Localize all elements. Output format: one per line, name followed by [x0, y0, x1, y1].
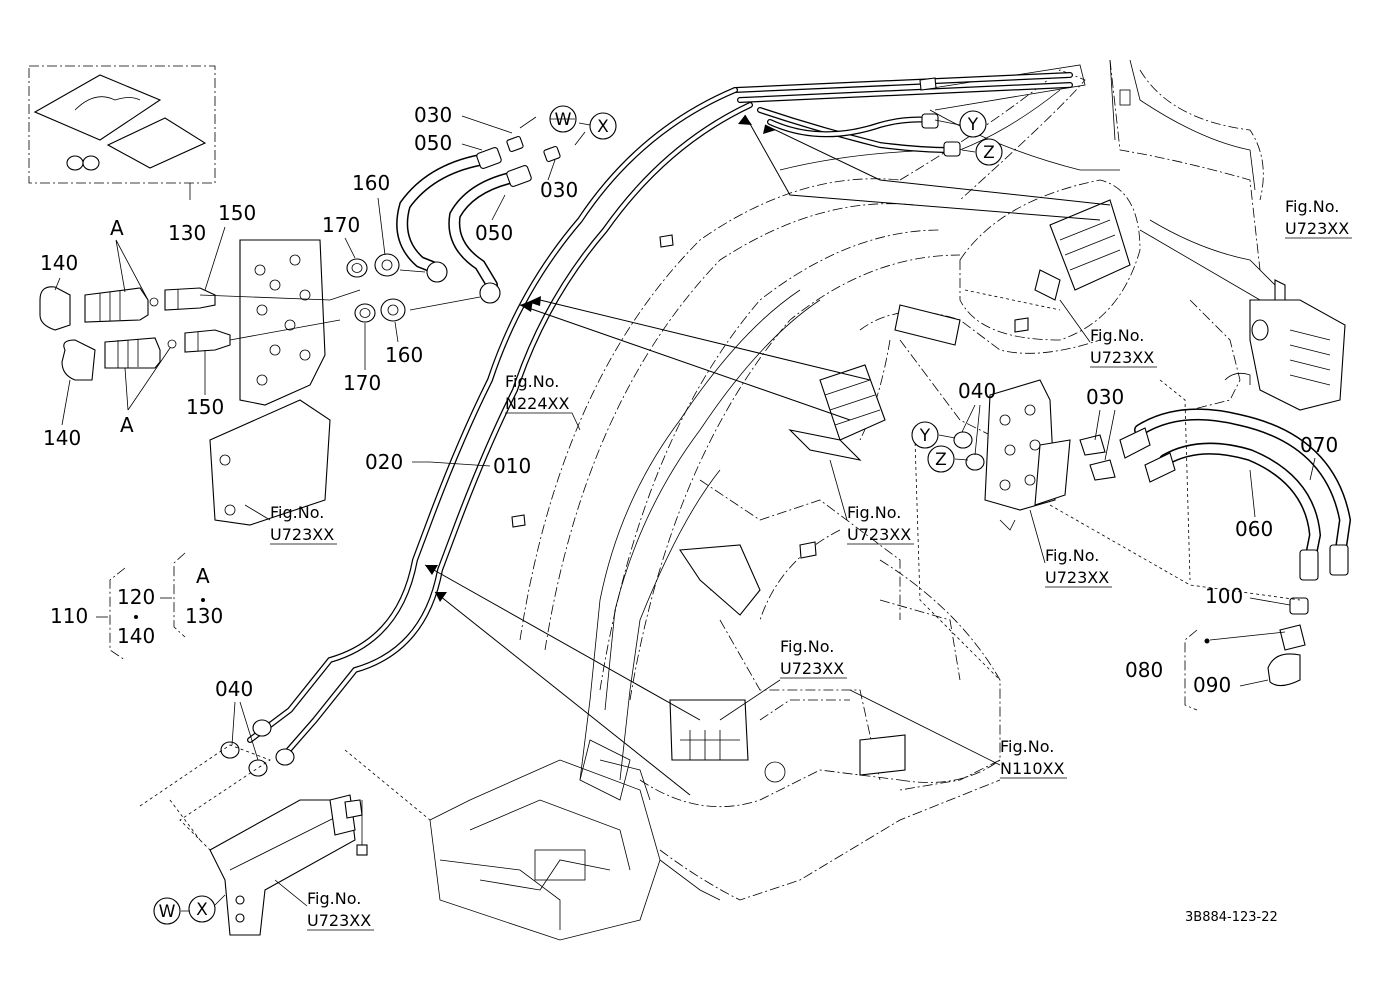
- label-030-right: 030: [1086, 385, 1124, 409]
- label-040-right: 040: [958, 379, 996, 403]
- svg-text:W: W: [159, 902, 176, 922]
- label-030-top: 030: [414, 103, 452, 127]
- label-040-left: 040: [215, 677, 253, 701]
- svg-text:N224XX: N224XX: [505, 394, 569, 413]
- svg-text:Fig.No.: Fig.No.: [847, 503, 901, 522]
- svg-text:Z: Z: [983, 143, 995, 163]
- label-170-bottom: 170: [343, 371, 381, 395]
- marker-x-bottom: X: [188, 895, 216, 923]
- svg-text:Fig.No.: Fig.No.: [270, 503, 324, 522]
- svg-text:Z: Z: [935, 450, 947, 470]
- label-090: 090: [1193, 673, 1231, 697]
- hoses-050: [396, 135, 561, 311]
- label-130-kit: 130: [168, 221, 206, 245]
- svg-text:Fig.No.: Fig.No.: [780, 637, 834, 656]
- lower-frame: [429, 739, 721, 941]
- svg-text:Fig.No.: Fig.No.: [1045, 546, 1099, 565]
- marker-z-top: Z: [975, 138, 1003, 166]
- label-050-bottom: 050: [475, 221, 513, 245]
- figref-bracket-lower: Fig.No. U723XX: [274, 879, 374, 931]
- label-150-bottom: 150: [186, 395, 224, 419]
- hydraulic-tube-pair: [247, 72, 1073, 763]
- svg-text:Fig.No.: Fig.No.: [1285, 197, 1339, 216]
- figref-plate-left: Fig.No. U723XX: [244, 503, 337, 545]
- kit-box-130: [28, 65, 216, 200]
- svg-text:U723XX: U723XX: [847, 525, 911, 544]
- label-a-bracket: A: [196, 564, 210, 588]
- label-120: 120: [117, 585, 155, 609]
- figref-valve-mid: Fig.No. U723XX: [829, 459, 914, 545]
- svg-text:Fig.No.: Fig.No.: [307, 889, 361, 908]
- svg-text:U723XX: U723XX: [1285, 219, 1349, 238]
- label-080: 080: [1125, 658, 1163, 682]
- label-100: 100: [1205, 584, 1243, 608]
- part-labels: 010 020 030 030 030 040 040 050 050 060 …: [40, 103, 1338, 761]
- lower-left-bracket: [209, 794, 368, 936]
- reference-arrows: [424, 114, 1111, 796]
- svg-text:N110XX: N110XX: [1000, 759, 1064, 778]
- right-bracket-panel: [1224, 279, 1346, 411]
- misc-hardware: [511, 77, 1029, 783]
- svg-text:Fig.No.: Fig.No.: [505, 372, 559, 391]
- plug-assembly: [1267, 597, 1309, 687]
- drawing-code: 3B884-123-22: [1185, 910, 1278, 925]
- svg-text:U723XX: U723XX: [307, 911, 371, 930]
- label-150-top: 150: [218, 201, 256, 225]
- svg-text:Fig.No.: Fig.No.: [1090, 326, 1144, 345]
- label-140-bottom: 140: [43, 426, 81, 450]
- marker-z-mid: Z: [927, 445, 955, 473]
- marker-y-mid: Y: [911, 421, 939, 449]
- label-a-bottom: A: [120, 413, 134, 437]
- label-130-bracket: 130: [185, 604, 223, 628]
- svg-text:Fig.No.: Fig.No.: [1000, 737, 1054, 756]
- roof-frame: [779, 59, 1281, 301]
- label-050-top: 050: [414, 131, 452, 155]
- svg-text:U723XX: U723XX: [1090, 348, 1154, 367]
- marker-w-bottom: W: [153, 897, 181, 925]
- coupler-assembly: [39, 239, 406, 526]
- label-010: 010: [493, 454, 531, 478]
- label-140-top: 140: [40, 251, 78, 275]
- right-coupler-bracket: [953, 379, 1071, 531]
- label-170-top: 170: [322, 213, 360, 237]
- svg-text:U723XX: U723XX: [780, 659, 844, 678]
- figref-n224: Fig.No. N224XX: [505, 372, 581, 431]
- lower-tube-fittings: [220, 719, 295, 777]
- marker-x-top: X: [589, 112, 617, 140]
- label-160-bottom: 160: [385, 343, 423, 367]
- marker-y-top: Y: [959, 110, 987, 138]
- svg-text:Y: Y: [967, 115, 979, 135]
- label-020: 020: [365, 450, 403, 474]
- label-060: 060: [1235, 517, 1273, 541]
- svg-text:U723XX: U723XX: [270, 525, 334, 544]
- figref-n110: Fig.No. N110XX: [849, 689, 1067, 779]
- svg-text:X: X: [196, 900, 208, 920]
- figref-valve-upper: Fig.No. U723XX: [1059, 299, 1157, 368]
- label-030-mid: 030: [540, 178, 578, 202]
- label-110: 110: [50, 604, 88, 628]
- valve-blocks: [669, 199, 1131, 761]
- figref-right-top: Fig.No. U723XX: [1285, 197, 1352, 239]
- label-160-top: 160: [352, 171, 390, 195]
- svg-text:W: W: [555, 110, 572, 130]
- hoses-060-070: [1079, 408, 1352, 581]
- tube-end-fittings-yz: [921, 113, 961, 157]
- figref-valve-lower: Fig.No. U723XX: [719, 637, 847, 721]
- cab-pillar: [579, 289, 821, 781]
- svg-text:Y: Y: [919, 426, 931, 446]
- figure-refs: Fig.No. U723XX Fig.No. U723XX Fig.No. N2…: [244, 197, 1352, 931]
- figref-bracket-right: Fig.No. U723XX: [1029, 509, 1112, 588]
- svg-text:X: X: [597, 117, 609, 137]
- label-a-top: A: [110, 216, 124, 240]
- label-070: 070: [1300, 433, 1338, 457]
- label-140-bracket: 140: [117, 624, 155, 648]
- svg-text:U723XX: U723XX: [1045, 568, 1109, 587]
